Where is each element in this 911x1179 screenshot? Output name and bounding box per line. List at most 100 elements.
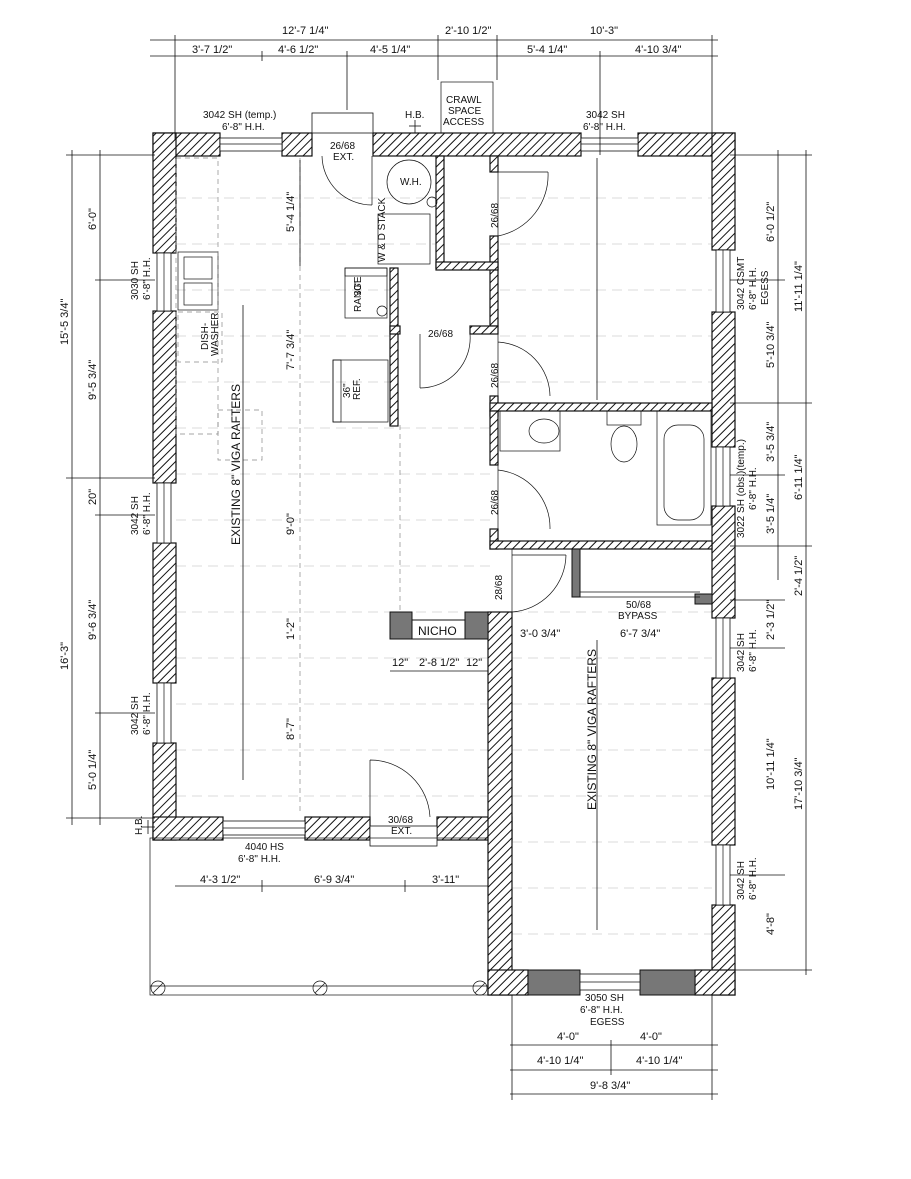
dim-porch-2: 6'-9 3/4"	[314, 874, 354, 886]
dim-top-overall-1: 12'-7 1/4"	[282, 25, 328, 37]
window-label-left-kitchen-1: 3030 SH	[130, 261, 141, 300]
dim-right-outer-3: 17'-10 3/4"	[793, 757, 805, 810]
dim-right-outer-2: 6'-11 1/4"	[793, 454, 805, 500]
dim-interior-2: 7'-7 3/4"	[285, 330, 297, 370]
window-label-left-mid-2: 6'-8" H.H.	[142, 492, 153, 535]
window-label-top-left-1: 3042 SH (temp.)	[203, 110, 276, 121]
wd-stack-label: W & D STACK	[377, 197, 388, 262]
window-label-right-bed2b-2: 6'-8" H.H.	[748, 857, 759, 900]
dim-top-detail-2: 4'-6 1/2"	[278, 44, 318, 56]
window-label-right-bed-2: 6'-8" H.H.	[748, 267, 759, 310]
door-bypass-2: BYPASS	[618, 611, 658, 622]
window-label-left-low-1: 3042 SH	[130, 696, 141, 735]
dim-interior-4: 1'-2"	[285, 618, 297, 640]
dim-nicho-3: 12"	[466, 657, 482, 669]
crawl-label-3: ACCESS	[443, 117, 484, 128]
door-bypass-1: 50/68	[626, 600, 651, 611]
dim-top-detail-3: 4'-5 1/4"	[370, 44, 410, 56]
dim-porch-3: 3'-11"	[432, 874, 459, 886]
window-label-right-bed2a-1: 3042 SH	[736, 633, 747, 672]
window-label-bottom-liv-2: 6'-8" H.H.	[238, 854, 281, 865]
window-top-right	[580, 137, 639, 152]
bath-vanity	[499, 410, 561, 452]
door-entry-bottom-2: EXT.	[391, 826, 412, 837]
dim-top-detail-1: 3'-7 1/2"	[192, 44, 232, 56]
dim-bottom-1: 4'-0"	[557, 1031, 579, 1043]
window-label-bottom-bed2-1: 3050 SH	[585, 993, 624, 1004]
dim-right-outer-1: 11'-11 1/4"	[793, 261, 805, 312]
rafters-label-left: EXISTING 8" VIGA RAFTERS	[229, 384, 243, 545]
bathtub	[656, 410, 712, 526]
door-entry-bottom-1: 30/68	[388, 815, 413, 826]
dim-top-overall-2: 2'-10 1/2"	[445, 25, 491, 37]
ref-label-2: REF.	[352, 378, 363, 400]
dim-interior-5: 8'-7"	[285, 718, 297, 740]
window-label-top-right-2: 6'-8" H.H.	[583, 122, 626, 133]
hose-bib-left-label: H.B.	[134, 816, 145, 835]
dim-left-outer-2: 16'-3"	[59, 642, 71, 670]
crawl-space-box	[440, 81, 494, 134]
walls	[152, 132, 736, 996]
dim-left-outer-1: 15'-5 3/4"	[59, 299, 71, 345]
dim-closet-2: 6'-7 3/4"	[620, 628, 660, 640]
range-label-1: 30"	[353, 281, 364, 296]
dim-interior-3: 9'-0"	[285, 513, 297, 535]
water-heater	[386, 159, 432, 205]
window-label-bottom-liv-1: 4040 HS	[245, 842, 284, 853]
door-closet-small-label: 26/68	[428, 329, 453, 340]
window-label-right-bed-3: EGESS	[760, 270, 771, 305]
porch	[149, 837, 489, 996]
window-label-right-bath-2: 6'-8" H.H.	[748, 467, 759, 510]
dim-left-inner-4: 9'-6 3/4"	[87, 600, 99, 640]
rafters-label-right: EXISTING 8" VIGA RAFTERS	[585, 649, 599, 810]
dim-right-inner-1: 6'-0 1/2"	[765, 202, 777, 242]
range	[344, 267, 388, 319]
dim-right-inner-4: 3'-5 1/4"	[765, 494, 777, 534]
dim-right-inner-3: 3'-5 3/4"	[765, 422, 777, 462]
dim-right-inner-8: 4'-8"	[765, 913, 777, 935]
dim-bottom-3: 4'-10 1/4"	[537, 1055, 583, 1067]
window-label-right-bed2a-2: 6'-8" H.H.	[748, 629, 759, 672]
window-label-top-left-2: 6'-8" H.H.	[222, 122, 265, 133]
door-bed2-label: 28/68	[494, 575, 505, 600]
dishwasher	[177, 311, 223, 363]
dim-top-detail-4: 5'-4 1/4"	[527, 44, 567, 56]
dim-interior-1: 5'-4 1/4"	[285, 192, 297, 232]
washer-dryer	[377, 213, 431, 265]
window-label-left-mid-1: 3042 SH	[130, 496, 141, 535]
window-label-bottom-bed2-3: EGESS	[590, 1017, 625, 1028]
door-bed1-label: 26/68	[490, 203, 501, 228]
door-bath-label: 26/68	[490, 490, 501, 515]
water-heater-label: W.H.	[400, 177, 422, 188]
dim-bottom-2: 4'-0"	[640, 1031, 662, 1043]
ref-label-1: 36"	[342, 383, 353, 398]
window-label-left-low-2: 6'-8" H.H.	[142, 692, 153, 735]
doors	[311, 112, 700, 847]
dishwasher-label-1: DISH-	[200, 323, 211, 350]
nicho-label: NICHO	[418, 624, 457, 638]
dim-left-inner-5: 5'-0 1/4"	[87, 750, 99, 790]
crawl-label-2: SPACE	[448, 106, 481, 117]
dim-left-inner-2: 9'-5 3/4"	[87, 360, 99, 400]
window-label-bottom-bed2-2: 6'-8" H.H.	[580, 1005, 623, 1016]
dim-bottom-4: 4'-10 1/4"	[636, 1055, 682, 1067]
window-label-right-bed-1: 3042 CSMT	[736, 257, 747, 310]
fixtures	[141, 81, 712, 834]
dim-top-overall-3: 10'-3"	[590, 25, 618, 37]
door-entry-top-2: EXT.	[333, 152, 354, 163]
hose-bib-top-label: H.B.	[405, 110, 424, 121]
door-entry-top-1: 26/68	[330, 141, 355, 152]
crawl-label-1: CRAWL	[446, 95, 482, 106]
window-label-right-bath-1: 3022 SH (obs.)(temp.)	[736, 439, 747, 538]
dishwasher-label-2: WASHER	[210, 312, 221, 356]
dimension-lines	[66, 35, 812, 1100]
dim-right-inner-7: 10'-11 1/4"	[765, 738, 777, 790]
dim-nicho-1: 12"	[392, 657, 408, 669]
dim-porch-1: 4'-3 1/2"	[200, 874, 240, 886]
dim-left-inner-1: 6'-0"	[87, 208, 99, 230]
dim-nicho-2: 2'-8 1/2"	[419, 657, 459, 669]
window-label-right-bed2b-1: 3042 SH	[736, 861, 747, 900]
rafter-gridlines	[176, 158, 712, 935]
dim-right-inner-2: 5'-10 3/4"	[765, 322, 777, 368]
